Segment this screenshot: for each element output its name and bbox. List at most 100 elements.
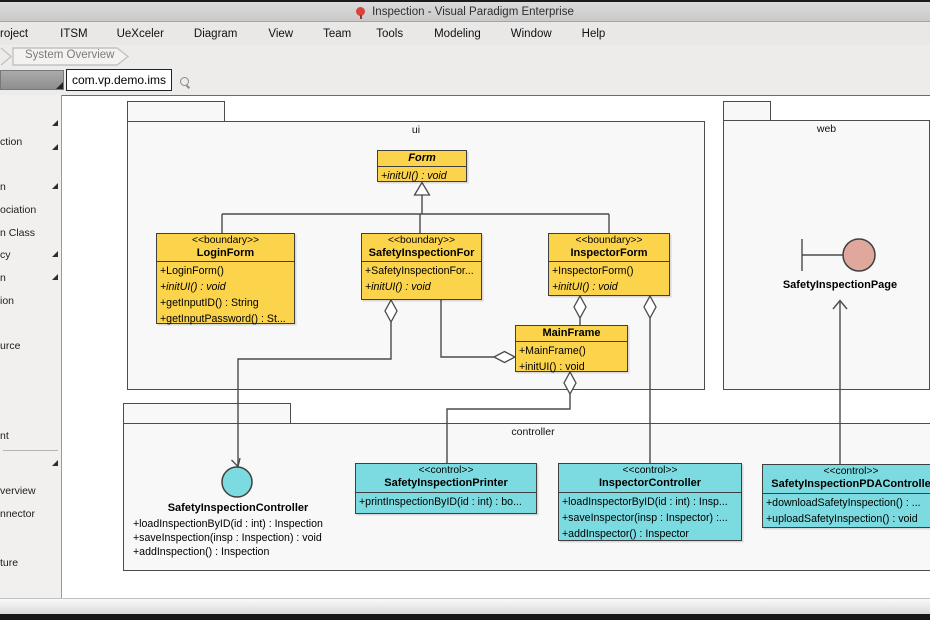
class-operation: +initUI() : void bbox=[519, 361, 585, 373]
menu-uexceler[interactable]: UeXceler bbox=[116, 27, 164, 40]
submenu-triangle-icon bbox=[52, 183, 58, 189]
class-operation: +loadInspectorByID(id : int) : Insp... bbox=[562, 496, 728, 508]
palette-corner-widget[interactable] bbox=[0, 70, 64, 90]
class-name: Form bbox=[408, 152, 436, 164]
menu-modeling[interactable]: Modeling bbox=[434, 27, 481, 40]
aggregation-line[interactable] bbox=[446, 394, 571, 463]
class-safetyinspectionform[interactable]: <<boundary>> SafetyInspectionFor +Safety… bbox=[361, 233, 482, 300]
class-operation: +InspectorForm() bbox=[552, 265, 634, 277]
menu-view[interactable]: View bbox=[268, 27, 294, 40]
class-operation: +initUI() : void bbox=[365, 281, 431, 293]
aggregation-diamond-icon bbox=[384, 298, 398, 324]
class-stereotype: <<control>> bbox=[622, 465, 678, 476]
class-operation: +MainFrame() bbox=[519, 345, 586, 357]
menu-diagram[interactable]: Diagram bbox=[193, 27, 238, 40]
class-stereotype: <<control>> bbox=[418, 465, 474, 476]
aggregation-line[interactable] bbox=[440, 300, 494, 358]
menu-tools[interactable]: Tools bbox=[376, 27, 404, 40]
class-operation: +initUI() : void bbox=[381, 170, 447, 182]
class-inspectorcontroller[interactable]: <<control>> InspectorController +loadIns… bbox=[558, 463, 742, 541]
controller-symbol-operations: +loadInspectionByID(id : int) : Inspecti… bbox=[133, 517, 323, 559]
red-pin-icon bbox=[356, 7, 366, 19]
palette-item[interactable]: ture bbox=[0, 557, 19, 569]
submenu-triangle-icon bbox=[52, 274, 58, 280]
breadcrumb-item[interactable]: System Overview bbox=[25, 49, 115, 61]
palette-item[interactable] bbox=[0, 458, 62, 471]
arrow-hook-icon bbox=[231, 457, 241, 468]
status-bar bbox=[0, 598, 930, 614]
submenu-triangle-icon bbox=[52, 460, 58, 466]
menu-itsm[interactable]: ITSM bbox=[60, 27, 88, 40]
palette-item[interactable]: n Class bbox=[0, 227, 36, 239]
package-web-label: web bbox=[816, 123, 837, 135]
aggregation-diamond-icon bbox=[643, 294, 657, 320]
menubar: roject ITSM UeXceler Diagram View Team T… bbox=[0, 22, 930, 45]
palette-divider bbox=[3, 450, 58, 451]
palette-item[interactable]: ction bbox=[0, 136, 62, 150]
palette-item[interactable]: urce bbox=[0, 340, 21, 352]
breadcrumb-chevron-shapes bbox=[0, 47, 130, 66]
submenu-triangle-icon bbox=[52, 251, 58, 257]
palette-item[interactable]: nt bbox=[0, 430, 9, 442]
class-operation: +LoginForm() bbox=[160, 265, 224, 277]
open-arrowhead-icon bbox=[832, 299, 848, 310]
titlebar: Inspection - Visual Paradigm Enterprise bbox=[0, 0, 930, 22]
menu-team[interactable]: Team bbox=[323, 27, 352, 40]
class-stereotype: <<boundary>> bbox=[388, 235, 455, 246]
class-inspectorform[interactable]: <<boundary>> InspectorForm +InspectorFor… bbox=[548, 233, 670, 296]
connector-layer bbox=[221, 181, 876, 498]
class-operation: +addInspector() : Inspector bbox=[562, 528, 689, 540]
class-operation: +initUI() : void bbox=[160, 281, 226, 293]
class-mainframe[interactable]: MainFrame +MainFrame() +initUI() : void bbox=[515, 325, 628, 373]
tab-row: com.vp.demo.ims bbox=[0, 68, 930, 95]
tab-diagram[interactable]: com.vp.demo.ims bbox=[66, 69, 173, 91]
corner-fold-icon bbox=[56, 82, 63, 89]
class-operation: +getInputPassword() : St... bbox=[160, 313, 286, 325]
class-safetyinspectionprinter[interactable]: <<control>> SafetyInspectionPrinter +pri… bbox=[355, 463, 537, 514]
class-operation: +saveInspection(insp : Inspection) : voi… bbox=[133, 532, 322, 544]
submenu-triangle-icon bbox=[52, 144, 58, 150]
magnifier-icon[interactable] bbox=[180, 77, 189, 86]
diagram-canvas[interactable]: ui web controller bbox=[62, 95, 930, 598]
class-operation: +saveInspector(insp : Inspector) :... bbox=[562, 512, 728, 524]
menu-window[interactable]: Window bbox=[510, 27, 552, 40]
palette-item[interactable]: n bbox=[0, 181, 62, 194]
tab-diagram-label: com.vp.demo.ims bbox=[72, 73, 167, 87]
controller-symbol-label: SafetyInspectionController bbox=[167, 502, 309, 514]
palette-item[interactable]: ociation bbox=[0, 204, 37, 216]
class-operation: +loadInspectionByID(id : int) : Inspecti… bbox=[133, 518, 323, 530]
submenu-triangle-icon bbox=[52, 120, 58, 126]
boundary-circle-symbol[interactable] bbox=[842, 238, 876, 272]
palette-item[interactable]: ion bbox=[0, 295, 15, 307]
class-name: MainFrame bbox=[542, 327, 601, 339]
class-form[interactable]: Form +initUI() : void bbox=[377, 150, 467, 182]
class-operation: +initUI() : void bbox=[552, 281, 618, 293]
control-circle-symbol[interactable] bbox=[221, 466, 253, 498]
palette-item[interactable]: nnector bbox=[0, 508, 36, 520]
class-operation: +getInputID() : String bbox=[160, 297, 259, 309]
palette-item[interactable]: cy bbox=[0, 249, 62, 262]
menu-project[interactable]: roject bbox=[0, 27, 29, 40]
class-stereotype: <<control>> bbox=[823, 466, 879, 477]
class-name: SafetyInspectionPDAControlle bbox=[771, 478, 930, 490]
palette-item[interactable] bbox=[0, 118, 62, 131]
window-title: Inspection - Visual Paradigm Enterprise bbox=[372, 5, 574, 18]
aggregation-diamond-icon bbox=[573, 294, 587, 320]
aggregation-line[interactable] bbox=[237, 322, 392, 466]
class-name: InspectorController bbox=[598, 477, 702, 489]
class-operation: +printInspectionByID(id : int) : bo... bbox=[359, 496, 522, 508]
class-name: SafetyInspectionFor bbox=[368, 247, 475, 259]
package-ui-label: ui bbox=[411, 124, 421, 136]
bottom-dark-bar bbox=[0, 614, 930, 620]
palette-item[interactable]: n bbox=[0, 272, 62, 285]
generalization-triangle-icon bbox=[413, 181, 431, 196]
class-operation: +downloadSafetyInspection() : ... bbox=[766, 497, 921, 509]
class-operation: +uploadSafetyInspection() : void bbox=[766, 513, 918, 525]
class-safetyinspectionpdacontroller[interactable]: <<control>> SafetyInspectionPDAControlle… bbox=[762, 464, 930, 528]
boundary-symbol-label: SafetyInspectionPage bbox=[782, 279, 898, 291]
tool-palette: ction n ociation n Class cy n ion urce n… bbox=[0, 95, 62, 598]
class-loginform[interactable]: <<boundary>> LoginForm +LoginForm() +ini… bbox=[156, 233, 295, 325]
palette-item[interactable]: verview bbox=[0, 485, 36, 497]
menu-help[interactable]: Help bbox=[581, 27, 606, 40]
